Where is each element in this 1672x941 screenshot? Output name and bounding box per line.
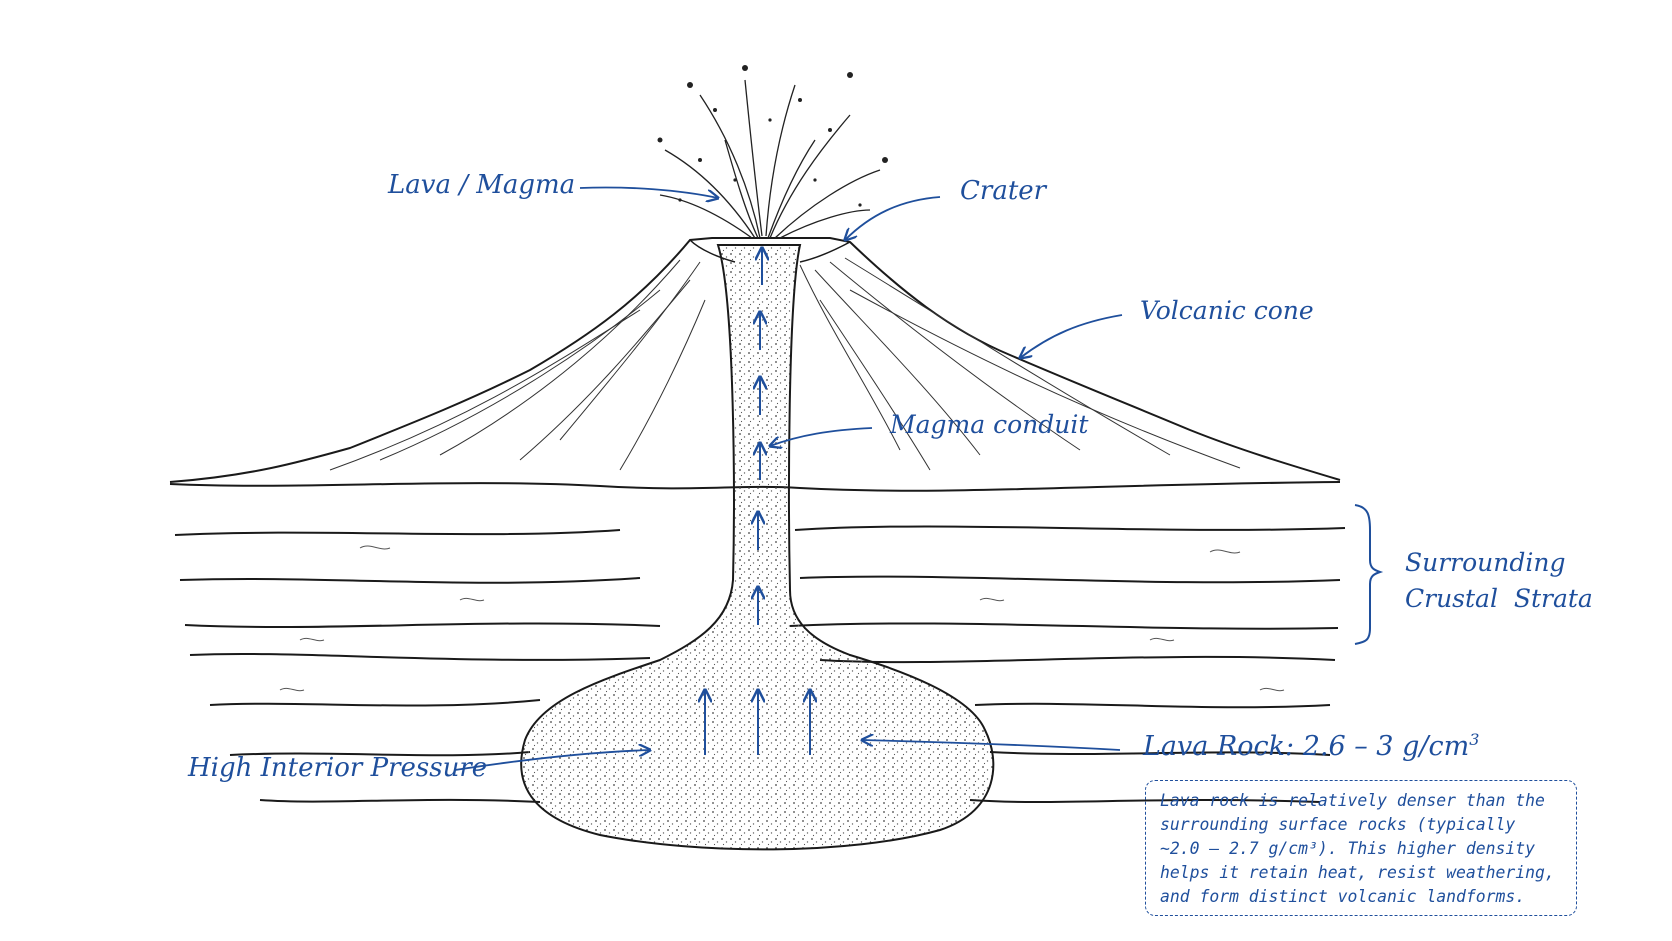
lava-rock-exponent: 3	[1469, 730, 1480, 749]
density-note: Lava rock is relatively denser than the …	[1145, 780, 1577, 916]
magma-conduit-arrow	[770, 427, 873, 446]
note-line-3: ~2.0 – 2.7 g/cm³). This higher density	[1160, 839, 1535, 858]
lava-rock-arrow	[862, 740, 1121, 751]
note-line-2: surrounding surface rocks (typically	[1160, 815, 1516, 834]
magma-conduit-label: Magma conduit	[890, 410, 1089, 439]
eruption-spray	[659, 79, 881, 239]
pressure-label: High Interior Pressure	[188, 753, 488, 783]
lava-magma-label: Lava / Magma	[388, 170, 576, 200]
strata-label: Surrounding Crustal Strata	[1405, 548, 1593, 613]
note-line-1: Lava rock is relatively denser than the	[1160, 791, 1545, 810]
crater-label: Crater	[960, 176, 1047, 206]
pressure-arrow	[454, 750, 650, 771]
note-line-4: helps it retain heat, resist weathering,	[1160, 863, 1555, 882]
lava-magma-arrow	[579, 186, 718, 198]
crustal-strata	[169, 481, 1346, 803]
lava-rock-label: Lava Rock: 2.6 – 3 g/cm3	[1143, 730, 1479, 762]
volcanic-cone	[169, 237, 1341, 483]
strata-bracket	[1354, 504, 1384, 645]
note-line-5: and form distinct volcanic landforms.	[1160, 887, 1526, 906]
pressure-arrows	[705, 248, 810, 755]
lava-rock-text: Lava Rock: 2.6 – 3 g/cm	[1143, 731, 1470, 762]
volcanic-cone-arrow	[1020, 314, 1123, 358]
crater-arrow	[845, 196, 941, 240]
volcanic-cone-label: Volcanic cone	[1140, 296, 1314, 325]
